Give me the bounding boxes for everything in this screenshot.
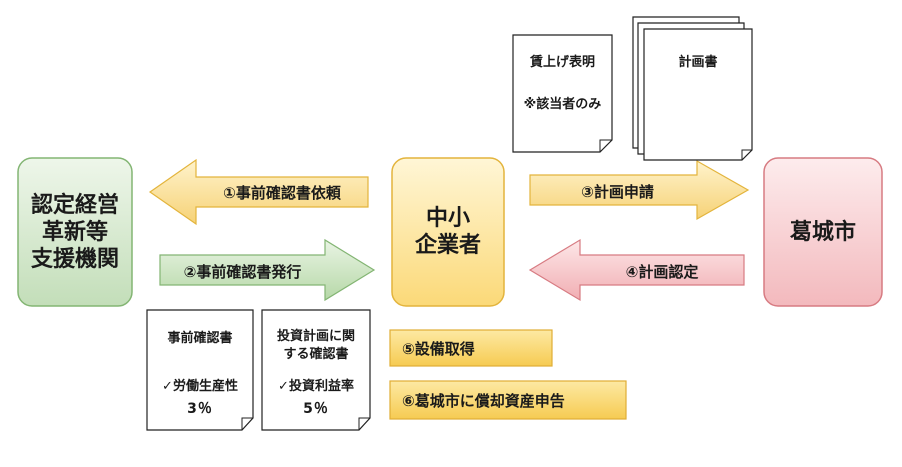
request-arrow-label: ①事前確認書依頼 — [223, 184, 341, 202]
request-arrow — [148, 158, 369, 226]
declare-bar-label: ⑥葛城市に償却資産申告 — [402, 392, 565, 410]
wage-document-title: 賃上げ表明 — [529, 55, 595, 70]
precheck-document-item: ✓労働生産性 — [162, 379, 238, 394]
plan-document-title: 計画書 — [678, 55, 718, 70]
support-org-box — [17, 157, 133, 307]
wage-document — [512, 34, 613, 153]
issue-arrow — [159, 238, 376, 302]
acquire-bar-label: ⑤設備取得 — [402, 340, 475, 358]
precheck-document-title: 事前確認書 — [167, 331, 233, 346]
plan-document — [643, 28, 753, 161]
precheck-document — [146, 309, 254, 431]
invest-document — [261, 309, 371, 431]
city-label: 葛城市 — [789, 220, 856, 245]
sme-box — [391, 157, 505, 307]
precheck-document-value: 3％ — [187, 401, 213, 417]
acquire-bar — [389, 329, 553, 367]
invest-document-item: ✓投資利益率 — [278, 379, 354, 394]
wage-document-note: ※該当者のみ — [523, 97, 602, 112]
sme-label: 中小 企業者 — [414, 206, 481, 258]
apply-arrow — [529, 159, 750, 221]
approve-arrow-label: ④計画認定 — [625, 263, 699, 281]
approve-arrow — [528, 238, 745, 302]
support-org-label: 認定経営 革新等 支援機関 — [30, 193, 119, 272]
invest-document-title: 投資計画に関 する確認書 — [276, 329, 355, 362]
invest-document-value: 5％ — [303, 401, 329, 417]
city-box — [763, 157, 883, 307]
declare-bar — [389, 380, 627, 420]
apply-arrow-label: ③計画申請 — [581, 183, 654, 201]
issue-arrow-label: ②事前確認書発行 — [183, 263, 302, 281]
